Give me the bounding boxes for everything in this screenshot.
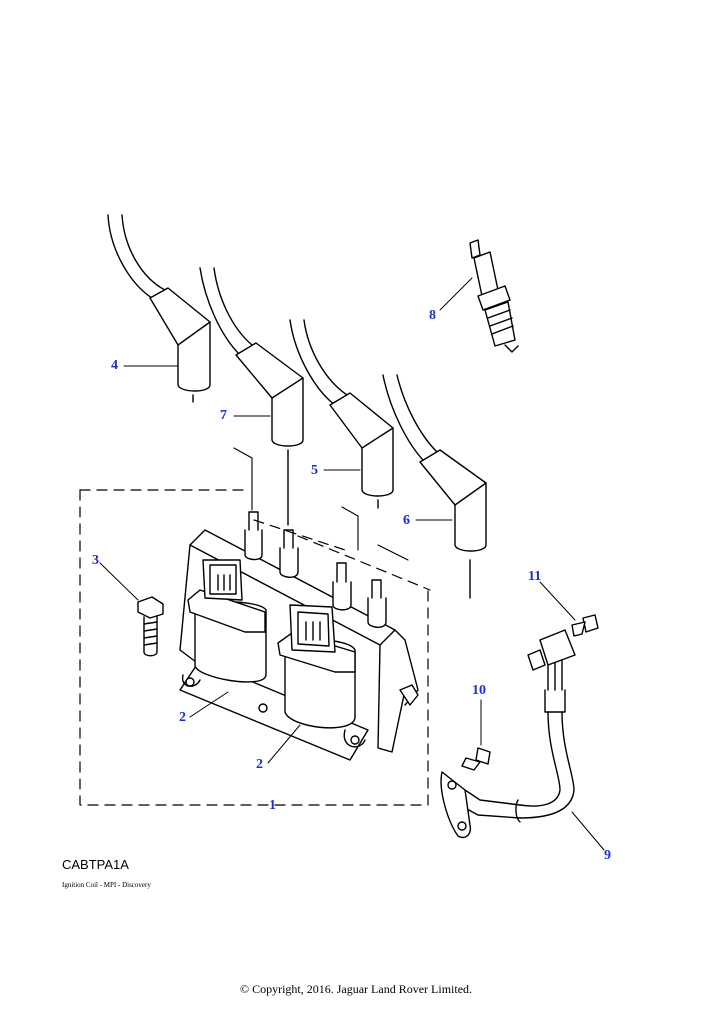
screw-10 bbox=[461, 747, 491, 771]
bolt-3 bbox=[137, 596, 164, 657]
diagram-code: CABTPA1A bbox=[62, 857, 129, 872]
callout-1: 1 bbox=[269, 798, 276, 813]
callout-3: 3 bbox=[92, 553, 99, 568]
callout-8: 8 bbox=[429, 308, 436, 323]
callout-6: 6 bbox=[403, 513, 410, 528]
assembly-boundary bbox=[79, 489, 431, 806]
sensor-harness-9 bbox=[440, 629, 576, 839]
ht-lead-4 bbox=[107, 214, 211, 403]
diagram-caption: Ignition Coil - MPI - Discovery bbox=[62, 881, 151, 889]
callout-9: 9 bbox=[604, 848, 611, 863]
spark-plug-8 bbox=[469, 239, 519, 353]
ignition-coil-pack bbox=[179, 511, 419, 761]
copyright-notice: © Copyright, 2016. Jaguar Land Rover Lim… bbox=[239, 982, 473, 996]
callout-10: 10 bbox=[472, 683, 486, 698]
lead-guide-lines bbox=[233, 447, 409, 561]
callout-2-left: 2 bbox=[179, 710, 186, 725]
ht-lead-5 bbox=[289, 319, 394, 509]
callout-11: 11 bbox=[528, 569, 542, 584]
leader-lines bbox=[99, 277, 605, 851]
callout-2-right: 2 bbox=[256, 757, 263, 772]
ht-lead-7 bbox=[199, 267, 304, 526]
callout-4: 4 bbox=[111, 358, 118, 373]
ht-lead-6 bbox=[382, 374, 487, 599]
screw-11 bbox=[571, 614, 599, 637]
callout-7: 7 bbox=[220, 408, 227, 423]
callout-5: 5 bbox=[311, 463, 318, 478]
